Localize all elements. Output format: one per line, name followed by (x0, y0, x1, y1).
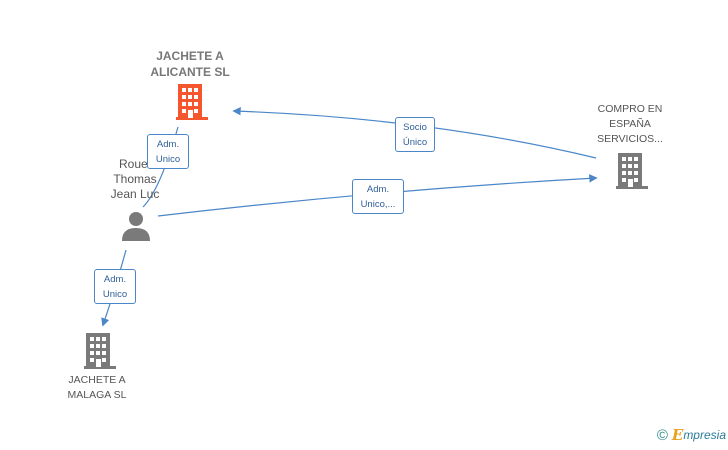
edge-label-socio-unico[interactable]: Socio Único (395, 117, 435, 152)
node-label-jachete-malaga: JACHETE A MALAGA SL (67, 374, 127, 401)
edge-label-adm-unico-alicante[interactable]: Adm. Unico (147, 134, 189, 169)
building-icon[interactable] (176, 84, 208, 120)
edge-label-adm-unico-compro[interactable]: Adm. Unico,... (352, 179, 404, 214)
building-icon[interactable] (616, 153, 648, 189)
copyright-icon: © (656, 426, 668, 444)
brand-initial: E (671, 426, 684, 444)
node-label-compro: COMPRO EN ESPAÑA SERVICIOS... (597, 103, 663, 145)
node-label-rouet: Rouet Thomas Jean Luc (110, 157, 160, 201)
brand-name: mpresia (683, 428, 726, 442)
edge-label-adm-unico-malaga[interactable]: Adm. Unico (94, 269, 136, 304)
person-icon[interactable] (121, 211, 151, 241)
building-icon[interactable] (84, 333, 116, 369)
node-label-jachete-alicante: JACHETE A ALICANTE SL (150, 49, 230, 79)
empresia-watermark: © E mpresia (657, 426, 726, 444)
